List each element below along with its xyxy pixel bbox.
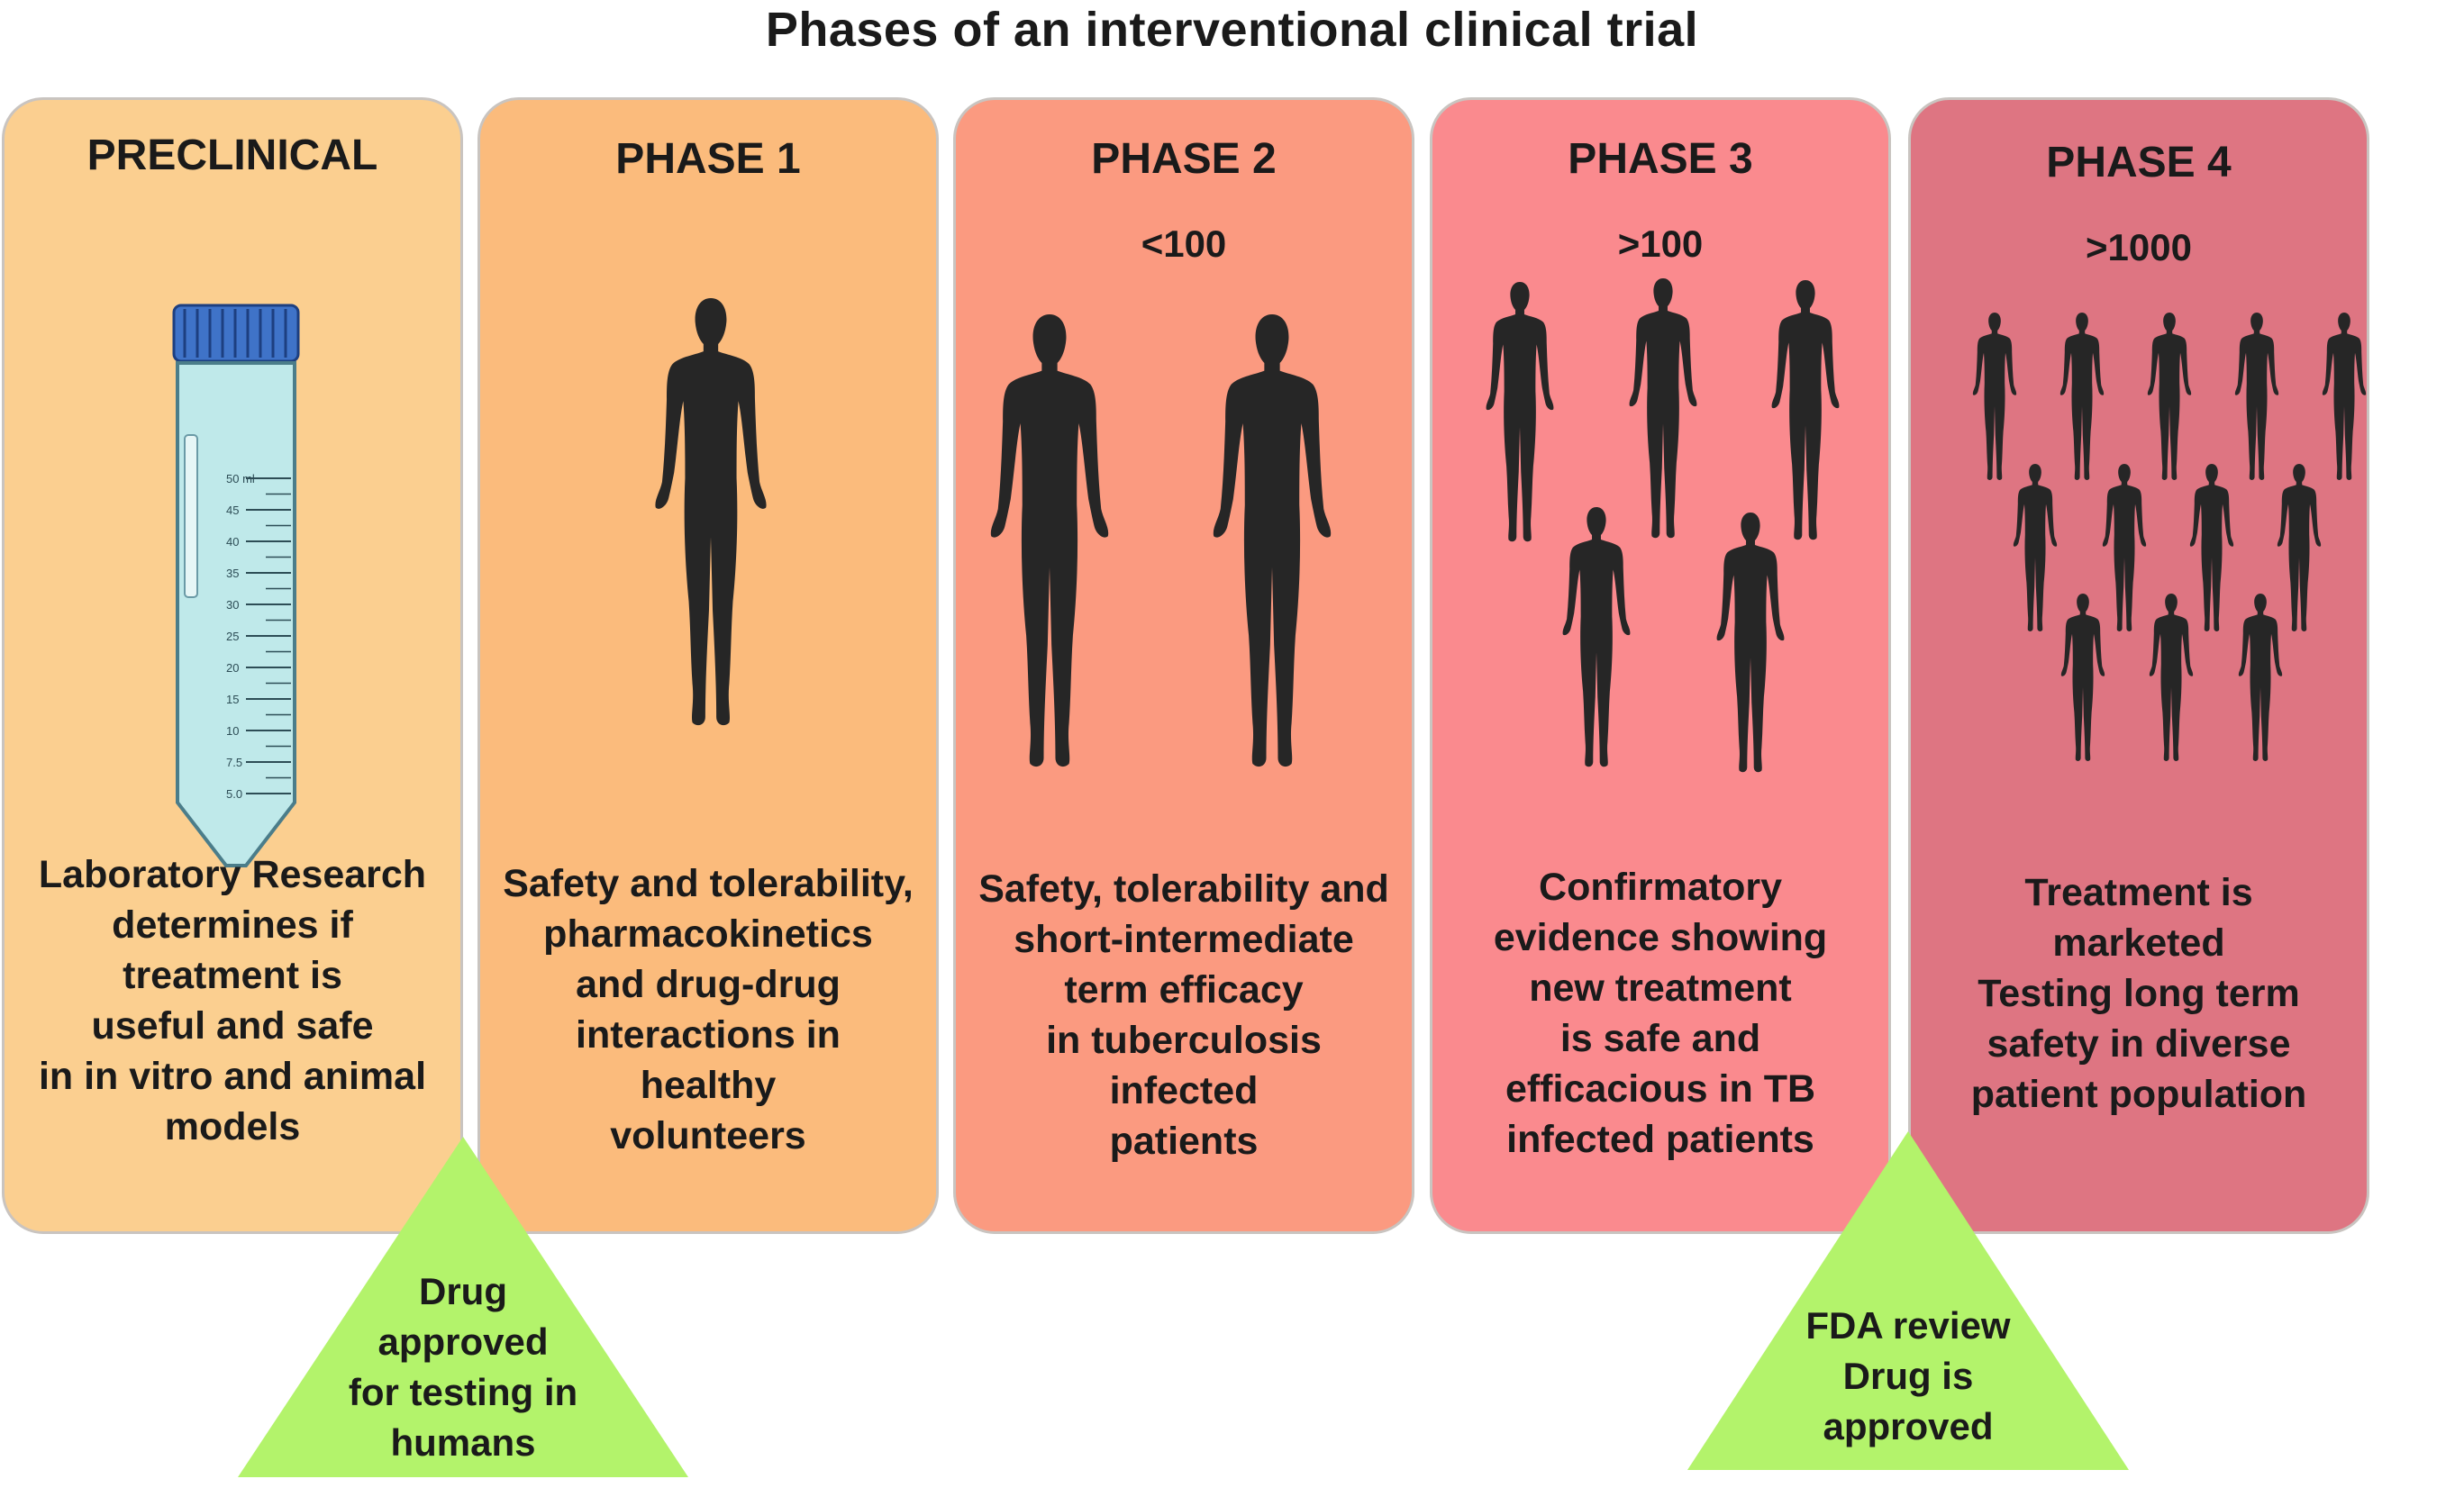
person-silhouette-icon [1972, 313, 2017, 480]
card-phase-2: PHASE 2 <100 Safety, tolerability and sh… [953, 97, 1414, 1234]
person-silhouette-icon [1213, 314, 1332, 767]
tube-tick-label: 7.5 [226, 756, 242, 769]
card-phase-4: PHASE 4 >1000 Treatment is marketed Test… [1908, 97, 2369, 1234]
milestone-triangle-fda-approval [1687, 1131, 2129, 1470]
card-title: PHASE 4 [2046, 139, 2232, 186]
person-silhouette-icon [1716, 513, 1785, 773]
card-description: Treatment is marketed Testing long term … [1970, 871, 2307, 1116]
card-title: PHASE 1 [615, 135, 801, 183]
card-description: Safety, tolerability and short-intermedi… [978, 867, 1389, 1163]
card-description: Laboratory Research determines if treatm… [38, 853, 427, 1148]
card-title: PHASE 2 [1091, 135, 1277, 183]
person-silhouette-icon [2189, 464, 2234, 631]
participant-count: >1000 [2086, 226, 2192, 268]
person-silhouette-icon [1562, 507, 1631, 767]
test-tube-icon: 50 ml 45 40 35 30 25 20 15 10 7.5 5.0 [172, 304, 300, 867]
person-silhouette-icon [2277, 464, 2322, 631]
person-silhouette-icon [2234, 313, 2279, 480]
milestone-label: FDA review Drug is approved [1805, 1304, 2011, 1447]
participants-group [655, 298, 767, 726]
card-title: PRECLINICAL [86, 132, 378, 179]
milestone-label: Drug approved for testing in humans [348, 1270, 578, 1464]
person-silhouette-icon [2059, 313, 2105, 480]
person-silhouette-icon [2322, 313, 2367, 480]
tube-tick-label: 15 [226, 693, 239, 706]
tube-tick-label: 20 [226, 661, 239, 675]
tube-tick-label: 10 [226, 724, 239, 738]
tube-tick-label: 45 [226, 504, 239, 517]
triangle-shape [238, 1137, 688, 1477]
person-silhouette-icon [990, 314, 1109, 767]
tube-scale: 50 ml 45 40 35 30 25 20 15 10 7.5 5.0 [226, 472, 291, 801]
person-silhouette-icon [655, 298, 767, 726]
person-silhouette-icon [1771, 280, 1840, 540]
triangle-shape [1687, 1131, 2129, 1470]
participants-group [1486, 278, 1840, 773]
card-phase-1: PHASE 1 Safety and tolerability, pharmac… [477, 97, 939, 1234]
participant-count: >100 [1617, 222, 1704, 265]
page-title: Phases of an interventional clinical tri… [765, 3, 1699, 57]
participant-count: <100 [1141, 222, 1227, 265]
card-description: Safety and tolerability, pharmacokinetic… [503, 862, 914, 1157]
milestone-triangle-human-testing [238, 1137, 688, 1477]
person-silhouette-icon [2149, 594, 2194, 761]
person-silhouette-icon [2060, 594, 2105, 761]
card-title: PHASE 3 [1568, 135, 1753, 183]
person-silhouette-icon [2238, 594, 2283, 761]
tube-body [176, 361, 296, 867]
participants-group [1972, 313, 2367, 761]
person-silhouette-icon [1629, 278, 1697, 539]
tube-tick-label: 50 ml [226, 472, 255, 485]
tube-tick-label: 35 [226, 567, 239, 580]
card-description: Confirmatory evidence showing new treatm… [1493, 866, 1828, 1161]
card-phase-3: PHASE 3 >100 Confirmatory evidence showi… [1430, 97, 1891, 1234]
person-silhouette-icon [2147, 313, 2192, 480]
person-silhouette-icon [2102, 464, 2147, 631]
tube-tick-label: 25 [226, 630, 239, 643]
person-silhouette-icon [2013, 464, 2058, 631]
person-silhouette-icon [1486, 282, 1554, 542]
tube-tick-label: 5.0 [226, 787, 242, 801]
participants-group [990, 314, 1332, 767]
tube-tick-label: 40 [226, 535, 239, 549]
tube-tick-label: 30 [226, 598, 239, 612]
